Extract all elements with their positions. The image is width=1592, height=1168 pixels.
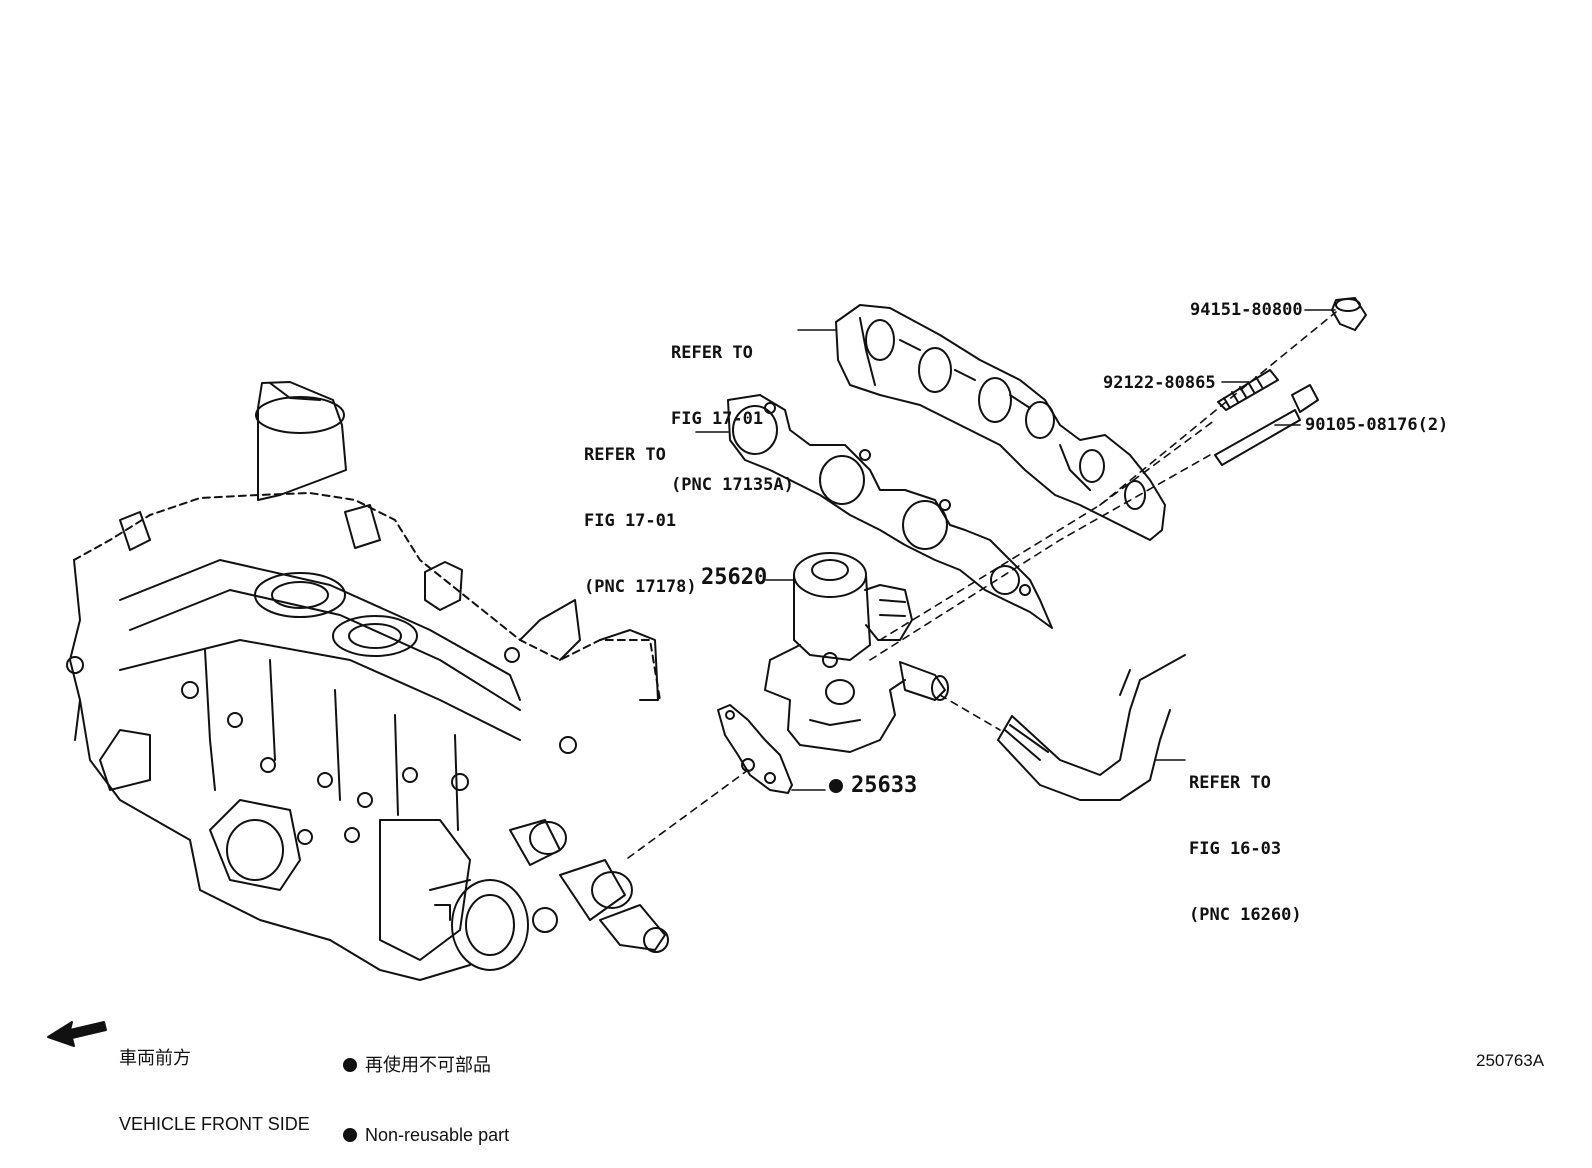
egr-gasket — [717, 704, 793, 794]
refer-gasket-label: REFER TO FIG 17-01 (PNC 17178) — [584, 400, 697, 620]
refer-manifold-label: REFER TO FIG 17-01 (PNC 17135A) — [671, 298, 794, 518]
nonreusable-en-row: Non-reusable part — [343, 1124, 509, 1146]
bolt-90105 — [1214, 384, 1319, 466]
nonreusable-jp: 再使用不可部品 — [365, 1055, 491, 1075]
part-number-stud: 92122-80865 — [1103, 373, 1216, 393]
refer-line: FIG 17-01 — [584, 511, 677, 531]
refer-line: (PNC 17135A) — [671, 475, 794, 495]
refer-line: FIG 17-01 — [671, 409, 764, 429]
refer-line: REFER TO — [1189, 773, 1271, 793]
refer-line: (PNC 16260) — [1189, 905, 1302, 925]
direction-en: VEHICLE FRONT SIDE — [119, 1114, 310, 1134]
direction-legend: 車両前方 VEHICLE FRONT SIDE — [119, 1003, 310, 1157]
refer-line: (PNC 17178) — [584, 577, 697, 597]
refer-line: FIG 16-03 — [1189, 839, 1282, 859]
nonreusable-en: Non-reusable part — [365, 1125, 510, 1145]
nonreusable-jp-row: 再使用不可部品 — [343, 1054, 509, 1076]
egr-valve — [764, 552, 949, 753]
part-number-egr-valve: 25620 — [701, 565, 768, 590]
refer-hose-label: REFER TO FIG 16-03 (PNC 16260) — [1189, 728, 1302, 948]
leader-lines — [695, 309, 1336, 791]
nonreusable-legend: 再使用不可部品 Non-reusable part — [343, 1010, 509, 1168]
cap-94151 — [1331, 297, 1367, 331]
refer-line: REFER TO — [584, 445, 666, 465]
egr-pipe — [997, 654, 1186, 801]
manifold-gasket — [727, 394, 1053, 629]
direction-jp: 車両前方 — [119, 1048, 191, 1068]
bullet-icon — [343, 1128, 357, 1142]
egr-parts-diagram — [47, 297, 1367, 1047]
exhaust-manifold-flange — [835, 304, 1166, 541]
stud-92122 — [1217, 369, 1279, 411]
figure-code: 250763A — [1476, 1051, 1545, 1070]
part-number-bolt: 90105-08176(2) — [1305, 415, 1449, 435]
refer-line: REFER TO — [671, 343, 753, 363]
non-reusable-dot-icon — [829, 779, 843, 793]
bullet-icon — [343, 1058, 357, 1072]
part-number-egr-gasket: 25633 — [829, 773, 918, 798]
assembly-lines — [627, 311, 1337, 859]
vehicle-front-arrow-icon — [47, 1021, 107, 1047]
engine-cylinder-head — [66, 381, 669, 981]
egr-gasket-number: 25633 — [851, 773, 918, 798]
part-number-cap: 94151-80800 — [1190, 300, 1303, 320]
